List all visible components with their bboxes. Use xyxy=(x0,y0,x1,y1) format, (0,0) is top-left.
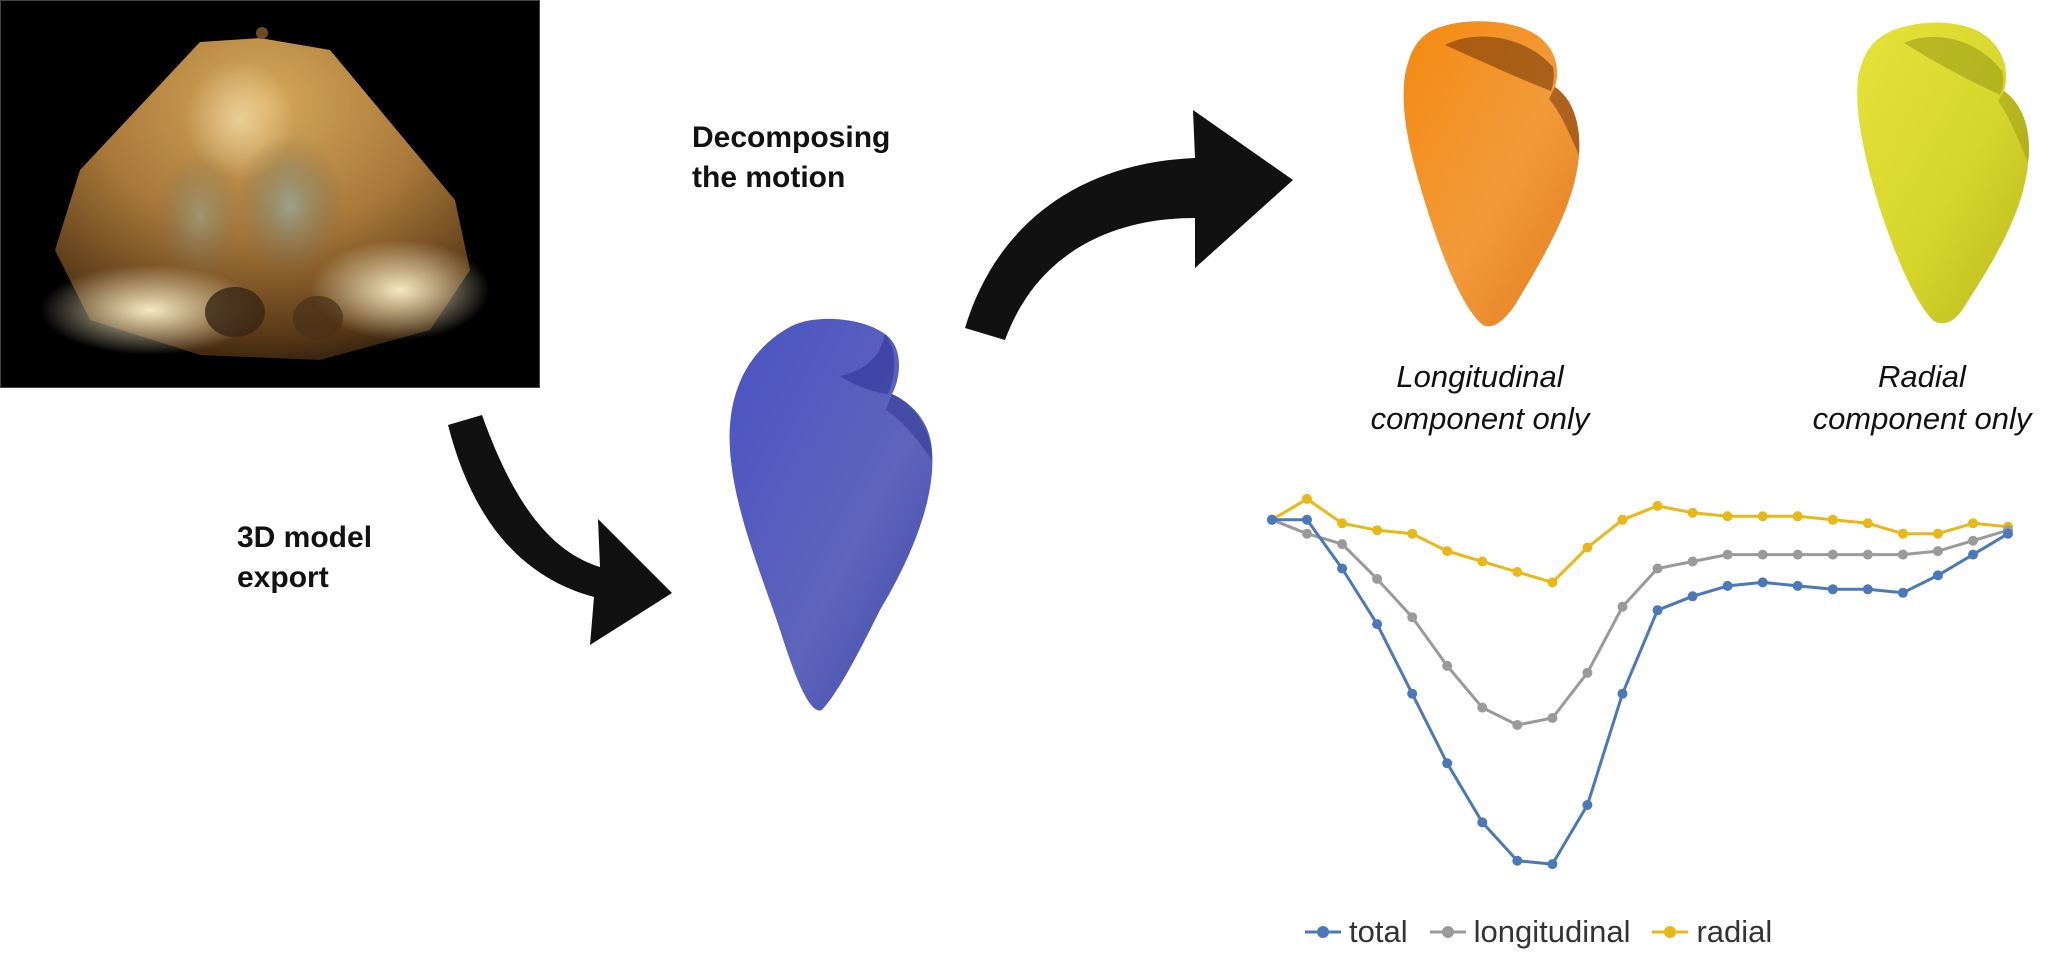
data-point-total xyxy=(1862,584,1873,595)
data-point-total xyxy=(1757,577,1768,588)
data-point-radial xyxy=(1722,511,1733,522)
data-point-longitudinal xyxy=(1652,563,1663,574)
data-point-longitudinal xyxy=(1617,601,1628,612)
data-point-total xyxy=(1687,591,1698,602)
longitudinal-caption: Longitudinal component only xyxy=(1370,359,1590,436)
decompose-label: Decomposing the motion xyxy=(692,121,891,194)
data-point-longitudinal xyxy=(1302,528,1312,539)
data-point-radial xyxy=(1757,511,1768,522)
data-point-total xyxy=(1547,859,1558,870)
blue-heart-model xyxy=(729,318,933,711)
data-point-total xyxy=(1582,800,1593,810)
data-point-longitudinal xyxy=(1477,702,1488,713)
legend-item-longitudinal: longitudinal xyxy=(1429,914,1631,950)
legend-item-total: total xyxy=(1305,914,1408,950)
series-line-total xyxy=(1272,518,2009,866)
orange-heart-model xyxy=(1403,21,1580,327)
data-point-radial xyxy=(1512,567,1523,577)
data-point-longitudinal xyxy=(1897,549,1908,560)
data-point-total xyxy=(1442,758,1453,769)
data-point-total xyxy=(1267,514,1277,525)
data-point-total xyxy=(1372,619,1383,630)
decompose-arrow xyxy=(965,110,1293,340)
data-point-longitudinal xyxy=(1968,535,1978,546)
data-point-radial xyxy=(1337,518,1348,529)
data-point-radial xyxy=(1372,525,1383,536)
series-line-longitudinal xyxy=(1271,518,2009,727)
data-point-radial xyxy=(1792,511,1803,522)
data-point-longitudinal xyxy=(1687,556,1698,567)
data-point-total xyxy=(1932,570,1943,581)
data-point-radial xyxy=(1477,556,1488,567)
legend-marker-radial xyxy=(1652,926,1689,938)
data-point-total xyxy=(1617,688,1628,699)
data-point-total xyxy=(1302,514,1312,525)
data-point-longitudinal xyxy=(1512,720,1523,730)
data-point-radial xyxy=(1687,507,1698,518)
data-point-total xyxy=(1722,580,1733,591)
data-point-total xyxy=(1827,584,1838,595)
data-point-radial xyxy=(1617,514,1628,525)
data-point-radial xyxy=(1862,518,1873,529)
data-point-total xyxy=(1897,587,1908,598)
legend-marker-longitudinal xyxy=(1429,926,1466,938)
chart-legend: total longitudinal radial xyxy=(1305,912,1772,952)
data-point-radial xyxy=(1547,577,1558,588)
data-point-radial xyxy=(1897,528,1908,539)
data-point-radial xyxy=(1302,493,1312,504)
data-point-total xyxy=(1652,605,1663,616)
series-line-radial xyxy=(1271,497,2009,584)
data-point-radial xyxy=(1968,518,1978,529)
data-point-longitudinal xyxy=(1862,549,1873,560)
legend-label-radial: radial xyxy=(1696,914,1773,949)
legend-label-longitudinal: longitudinal xyxy=(1473,914,1631,949)
data-point-radial xyxy=(1582,542,1593,553)
data-point-longitudinal xyxy=(1407,612,1418,623)
data-point-total xyxy=(1477,817,1488,828)
data-point-radial xyxy=(1407,528,1418,539)
data-point-longitudinal xyxy=(1827,549,1838,560)
export-arrow xyxy=(448,415,672,645)
data-point-longitudinal xyxy=(1442,660,1453,671)
data-point-longitudinal xyxy=(1372,573,1383,584)
data-point-longitudinal xyxy=(1547,713,1558,723)
data-point-longitudinal xyxy=(1582,667,1593,678)
data-point-longitudinal xyxy=(1757,549,1768,560)
data-point-total xyxy=(2003,528,2013,539)
export-label: 3D model export xyxy=(237,521,373,594)
legend-marker-total xyxy=(1305,926,1341,938)
data-point-total xyxy=(1337,563,1348,574)
data-point-radial xyxy=(1442,546,1453,557)
data-point-radial xyxy=(1932,528,1943,539)
legend-label-total: total xyxy=(1349,914,1408,949)
data-point-longitudinal xyxy=(1722,549,1733,560)
data-point-total xyxy=(1512,855,1523,866)
ultrasound-image xyxy=(0,0,541,389)
data-point-longitudinal xyxy=(1337,539,1348,550)
legend-item-radial: radial xyxy=(1652,914,1772,950)
strain-line-chart xyxy=(1267,493,2013,870)
data-point-total xyxy=(1968,549,1978,560)
radial-caption: Radial component only xyxy=(1812,359,2032,436)
data-point-longitudinal xyxy=(1792,549,1803,560)
data-point-radial xyxy=(1827,514,1838,525)
yellow-heart-model xyxy=(1857,22,2029,324)
data-point-radial xyxy=(1652,500,1663,511)
data-point-total xyxy=(1792,580,1803,591)
data-point-total xyxy=(1407,688,1418,699)
data-point-longitudinal xyxy=(1932,546,1943,557)
